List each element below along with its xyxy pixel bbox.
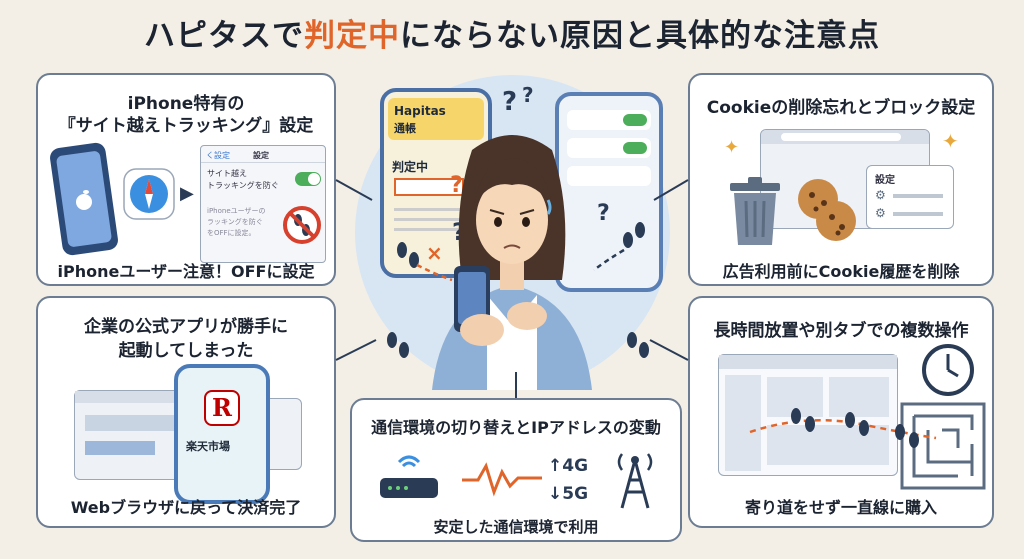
svg-text:?: ?: [522, 83, 534, 107]
clock-icon: [922, 344, 974, 396]
panel-cookie-footer: 広告利用前にCookie履歴を削除: [722, 262, 960, 281]
multi-tab-browser: [718, 354, 898, 476]
svg-text:?: ?: [597, 201, 610, 226]
svg-text:×: ×: [426, 241, 443, 265]
gear-icon: ⚙: [875, 188, 886, 202]
panel-iphone-title-1: iPhone特有の: [127, 94, 245, 114]
hapitas-app-sub: 通帳: [394, 122, 416, 135]
cookie-settings-label: 設定: [875, 175, 895, 186]
panel-iphone-tracking: iPhone特有の 『サイト越えトラッキング』設定 ▶ く設定 設定 サイト越え…: [36, 73, 336, 286]
sparkle-icon: ✦: [724, 137, 740, 158]
footprint-icon: [749, 408, 937, 448]
router-icon: [380, 455, 438, 498]
cookie-settings-card: 設定 ⚙ ⚙: [866, 165, 954, 229]
panel-iphone-footer: iPhoneユーザー注意！OFFに設定: [57, 262, 315, 281]
wave-icon: [462, 462, 542, 497]
title-suffix: にならない原因と具体的な注意点: [400, 18, 880, 54]
settings-back-link[interactable]: く設定: [206, 151, 230, 160]
panel-multiple-tabs: 長時間放置や別タブでの複数操作 寄り道をせず一直線に購入: [688, 296, 994, 528]
no-tracking-icon: [283, 206, 321, 244]
svg-text:?: ?: [502, 87, 517, 117]
panel-iphone-title-2: 『サイト越えトラッキング』設定: [58, 116, 314, 136]
cookie-icon: [798, 179, 856, 241]
arrow-right-icon: ▶: [180, 183, 194, 204]
apple-icon: [76, 190, 92, 210]
panel-network-footer: 安定した通信環境で利用: [433, 518, 599, 536]
panel-tabs-footer: 寄り道をせず一直線に購入: [744, 498, 937, 517]
toggle-label-line2: トラッキングを防ぐ: [207, 181, 279, 190]
hapitas-app-name: Hapitas: [394, 104, 446, 118]
panel-cookie: Cookieの削除忘れとブロック設定 設定 ⚙ ⚙ ✦ ✦ 広告利用前にCook…: [688, 73, 994, 286]
panel-app-title-1: 企業の公式アプリが勝手に: [84, 317, 288, 337]
panel-official-app: 企業の公式アプリが勝手に 起動してしまった R 楽天市場 Webブラウザに戻って…: [36, 296, 336, 528]
safari-icon: [123, 168, 175, 220]
panel-network: 通信環境の切り替えとIPアドレスの変動 ↑4G ↓5G 安定した通信環境で利用: [350, 398, 682, 542]
label-4g: ↑4G: [548, 456, 589, 476]
label-5g: ↓5G: [548, 484, 589, 504]
panel-cookie-title: Cookieの削除忘れとブロック設定: [706, 98, 976, 118]
panel-tabs-title: 長時間放置や別タブでの複数操作: [713, 321, 969, 341]
panel-app-footer: Webブラウザに戻って決済完了: [70, 498, 302, 517]
title-prefix: ハピタスで: [144, 18, 304, 54]
title-highlight: 判定中: [304, 18, 400, 54]
panel-app-title-2: 起動してしまった: [118, 341, 254, 361]
note-line1: iPhoneユーザーの: [207, 207, 266, 215]
note-line3: をOFFに設定。: [207, 229, 256, 237]
page-title: ハピタスで判定中にならない原因と具体的な注意点: [0, 10, 1024, 55]
trash-icon: [730, 177, 780, 245]
rakuten-icon[interactable]: R: [204, 390, 240, 426]
toggle-label-line1: サイト越え: [207, 169, 247, 178]
svg-text:?: ?: [450, 173, 463, 198]
woman-with-phone-illustration: ? ? ? ? ? ×: [387, 83, 649, 390]
tower-icon: [617, 453, 653, 509]
tracking-toggle[interactable]: [295, 172, 321, 186]
settings-title: 設定: [253, 151, 269, 160]
sparkle-icon: ✦: [942, 129, 959, 153]
settings-screen: く設定 設定 サイト越え トラッキングを防ぐ iPhoneユーザーの ラッキング…: [200, 145, 326, 263]
status-label: 判定中: [392, 160, 429, 174]
note-line2: ラッキングを防ぐ: [207, 218, 263, 226]
rakuten-label: 楽天市場: [186, 440, 230, 453]
panel-network-title: 通信環境の切り替えとIPアドレスの変動: [371, 418, 661, 437]
gear-icon: ⚙: [875, 206, 886, 220]
rakuten-phone: R 楽天市場: [174, 364, 270, 504]
